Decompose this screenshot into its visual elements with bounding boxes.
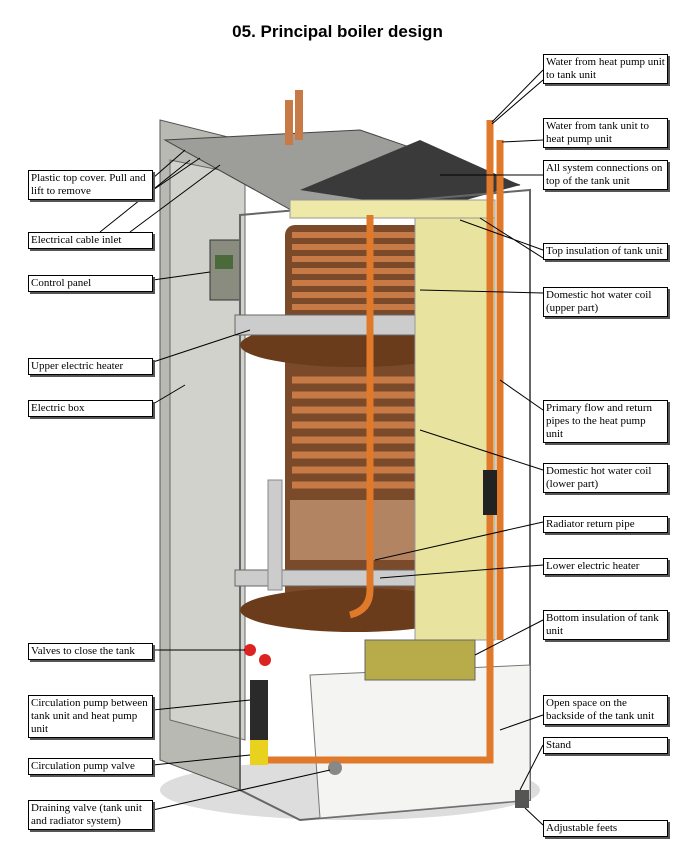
label-upper-electric-heater: Upper electric heater [28, 358, 153, 375]
top-insulation [289, 199, 496, 219]
label-draining-valve: Draining valve (tank unit and radiator s… [28, 800, 153, 830]
pipe-insulation [483, 470, 497, 515]
control-panel-display [215, 255, 233, 269]
label-electric-box: Electric box [28, 400, 153, 417]
top-pipe-2 [295, 90, 303, 140]
label-open-space: Open space on the backside of the tank u… [543, 695, 668, 725]
page-title: 05. Principal boiler design [232, 22, 443, 41]
draining-valve [328, 761, 342, 775]
label-top-insulation: Top insulation of tank unit [543, 243, 668, 260]
valve-red-1 [244, 644, 256, 656]
insulation-cylinder [414, 199, 496, 641]
valve-red-2 [259, 654, 271, 666]
upper-electric-heater [234, 314, 416, 336]
label-bottom-insulation: Bottom insulation of tank unit [543, 610, 668, 640]
tank-lower [290, 500, 420, 560]
label-adjustable-feets: Adjustable feets [543, 820, 668, 837]
open-space [309, 664, 531, 819]
label-radiator-return: Radiator return pipe [543, 516, 668, 533]
label-system-connections: All system connections on top of the tan… [543, 160, 668, 190]
label-water-from-tank: Water from tank unit to heat pump unit [543, 118, 668, 148]
label-lower-electric-heater: Lower electric heater [543, 558, 668, 575]
label-stand: Stand [543, 737, 668, 754]
label-primary-flow-return: Primary flow and return pipes to the hea… [543, 400, 668, 443]
dhw-coil-lower [292, 376, 420, 489]
label-water-from-heat-pump: Water from heat pump unit to tank unit [543, 54, 668, 84]
pipes [260, 120, 504, 764]
label-dhw-coil-lower: Domestic hot water coil (lower part) [543, 463, 668, 493]
label-circulation-pump: Circulation pump between tank unit and h… [28, 695, 153, 738]
label-electrical-cable-inlet: Electrical cable inlet [28, 232, 153, 249]
leader-lines [99, 69, 544, 826]
circulation-pump [250, 680, 268, 740]
anode-rod [267, 479, 283, 591]
label-valves-close-tank: Valves to close the tank [28, 643, 153, 660]
circulation-pump-valve [250, 740, 268, 765]
label-plastic-top-cover: Plastic top cover. Pull and lift to remo… [28, 170, 153, 200]
adjustable-foot [515, 790, 529, 808]
label-control-panel: Control panel [28, 275, 153, 292]
label-circulation-pump-valve: Circulation pump valve [28, 758, 153, 775]
top-cover-dark [300, 140, 520, 210]
control-panel [209, 239, 241, 301]
top-pipe-1 [285, 100, 293, 145]
label-dhw-coil-upper: Domestic hot water coil (upper part) [543, 287, 668, 317]
dhw-coil-upper [292, 232, 420, 310]
bottom-insulation [364, 639, 476, 681]
